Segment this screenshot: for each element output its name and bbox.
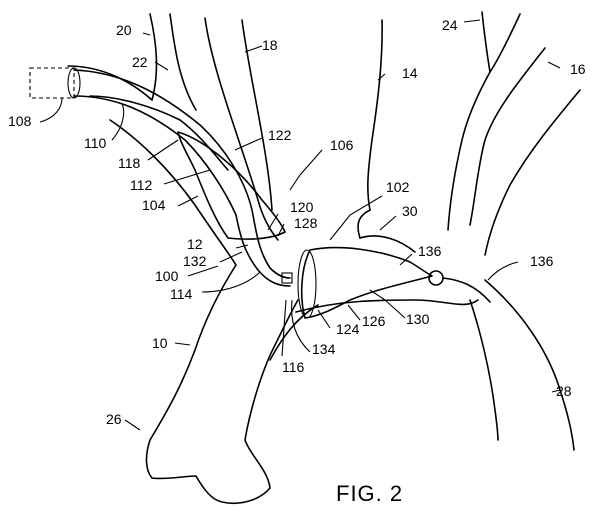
filter-basket-102 (281, 246, 491, 319)
label-124: 124 (336, 321, 360, 337)
label-116: 116 (282, 359, 305, 375)
sheath-108 (29, 67, 291, 287)
label-118: 118 (118, 155, 141, 171)
label-24: 24 (442, 17, 458, 33)
label-136a: 136 (418, 243, 442, 259)
label-132: 132 (183, 253, 207, 269)
label-104: 104 (142, 197, 166, 213)
leader-lines (39, 19, 561, 431)
label-100: 100 (155, 268, 179, 284)
label-112: 112 (130, 177, 153, 193)
reference-numerals: 20 22 18 14 24 16 108 110 118 112 104 12… (8, 17, 586, 506)
label-14: 14 (402, 65, 418, 81)
label-136b: 136 (530, 253, 554, 269)
label-108: 108 (8, 113, 32, 129)
label-128: 128 (294, 215, 318, 231)
label-106: 106 (330, 137, 354, 153)
label-126: 126 (362, 313, 386, 329)
filter-basket-104 (177, 131, 286, 240)
label-12: 12 (187, 236, 203, 252)
label-16: 16 (570, 61, 586, 77)
label-18: 18 (262, 37, 278, 53)
label-120: 120 (290, 199, 314, 215)
label-114: 114 (170, 286, 193, 302)
label-28: 28 (556, 383, 572, 399)
label-20: 20 (116, 22, 132, 38)
label-10: 10 (152, 335, 168, 351)
label-122: 122 (268, 127, 292, 143)
label-110: 110 (84, 135, 107, 151)
figure-caption: FIG. 2 (336, 481, 403, 506)
label-130: 130 (406, 311, 430, 327)
vessel-outlines (67, 11, 581, 504)
label-134: 134 (312, 341, 336, 357)
label-22: 22 (132, 54, 148, 70)
label-30: 30 (402, 203, 418, 219)
label-26: 26 (106, 411, 122, 427)
label-102: 102 (386, 179, 410, 195)
